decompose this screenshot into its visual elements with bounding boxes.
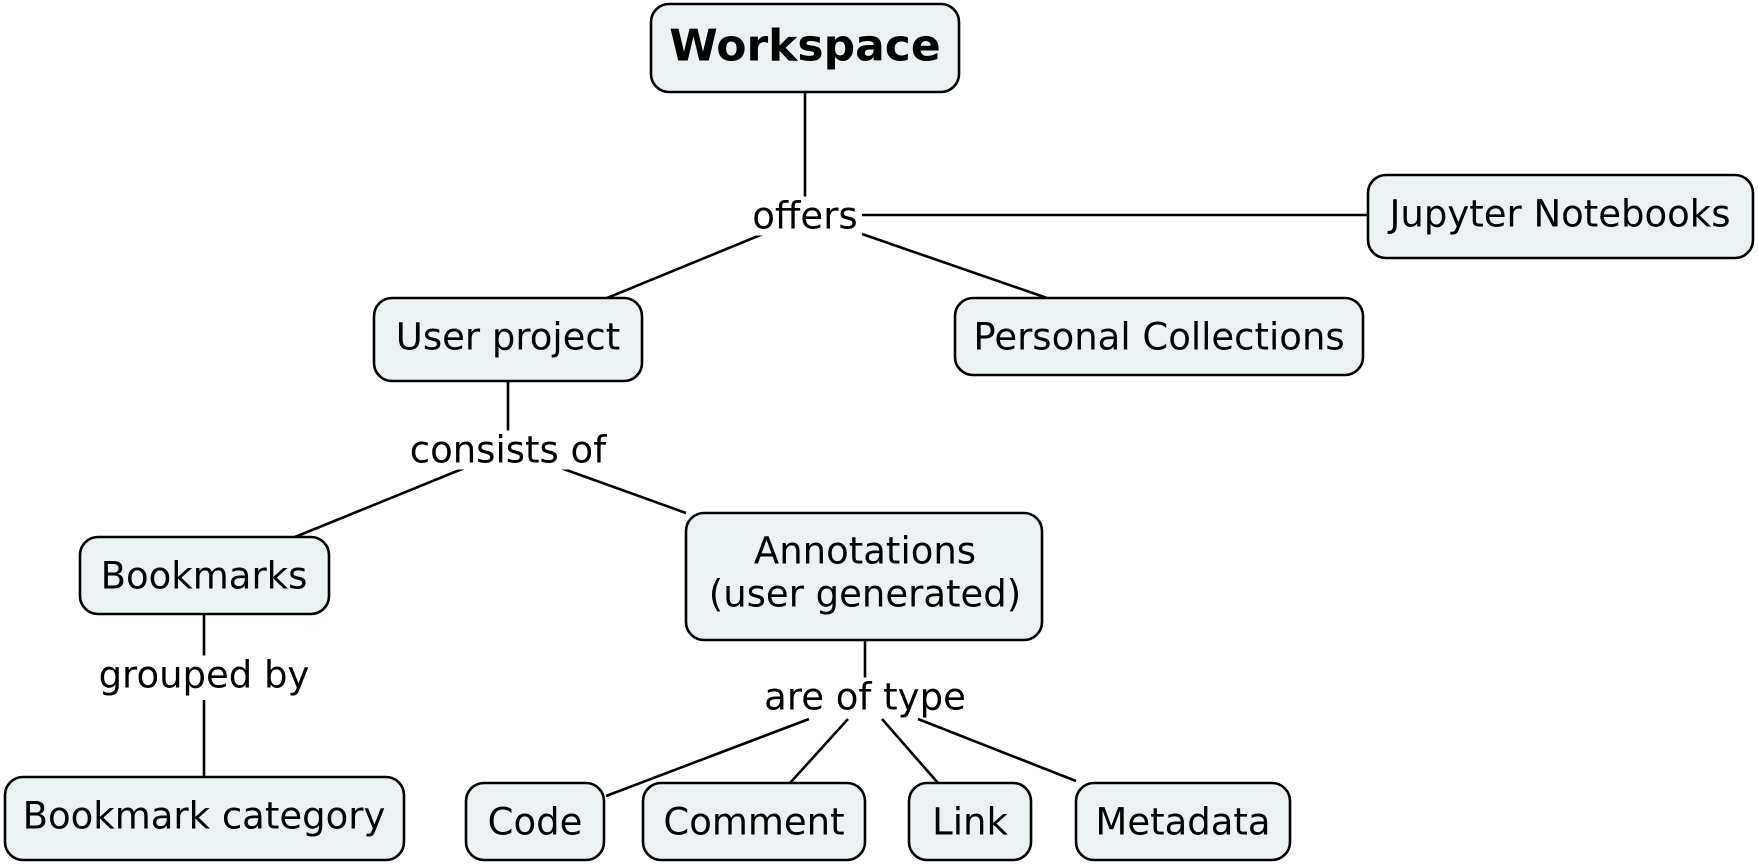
link-label-background	[405, 430, 612, 470]
node-code: Code	[464, 781, 606, 862]
node-annotations-label-line1: Annotations	[754, 530, 976, 573]
link-label-background	[760, 677, 970, 717]
link-label-background	[748, 196, 862, 236]
connectors	[202, 92, 1368, 798]
edge-consists-of-bookmarks	[294, 465, 468, 539]
node-workspace-label: Workspace	[669, 21, 940, 72]
edge-consists-of-annotations	[557, 465, 687, 515]
link-labels: offers consists of grouped by are of typ…	[94, 195, 970, 719]
edge-offers-personal-collections	[861, 232, 1048, 300]
node-user-project-label: User project	[396, 316, 621, 359]
node-metadata-label: Metadata	[1095, 801, 1270, 844]
node-annotations-label-line2: (user generated)	[709, 573, 1021, 616]
node-link: Link	[907, 781, 1033, 862]
edge-offers-user-project	[606, 232, 764, 300]
node-personal-collections-label: Personal Collections	[973, 316, 1344, 359]
link-label-consists-of: consists of	[410, 429, 607, 472]
node-bookmarks-label: Bookmarks	[101, 555, 308, 598]
node-comment-label: Comment	[663, 801, 844, 844]
edge-are-of-type-comment	[789, 718, 849, 784]
edge-are-of-type-code	[605, 717, 810, 798]
node-bookmark-category-label: Bookmark category	[23, 795, 386, 838]
node-jupyter-notebooks: Jupyter Notebooks	[1366, 173, 1755, 260]
link-label-grouped-by: grouped by	[99, 654, 310, 697]
link-label-offers: offers	[752, 195, 857, 238]
edge-are-of-type-metadata	[917, 717, 1077, 783]
node-annotations: Annotations (user generated)	[684, 511, 1044, 642]
link-label-background	[94, 655, 314, 695]
node-metadata: Metadata	[1074, 781, 1292, 862]
node-user-project: User project	[372, 296, 644, 383]
node-personal-collections: Personal Collections	[953, 296, 1365, 377]
node-link-label: Link	[932, 801, 1008, 844]
node-comment: Comment	[641, 781, 867, 862]
node-jupyter-notebooks-label: Jupyter Notebooks	[1387, 193, 1730, 236]
node-bookmarks: Bookmarks	[78, 535, 331, 616]
node-workspace: Workspace	[649, 2, 961, 94]
node-bookmark-category: Bookmark category	[3, 775, 406, 862]
node-code-label: Code	[488, 801, 583, 844]
link-label-are-of-type: are of type	[764, 676, 966, 719]
edge-are-of-type-link	[881, 718, 939, 784]
